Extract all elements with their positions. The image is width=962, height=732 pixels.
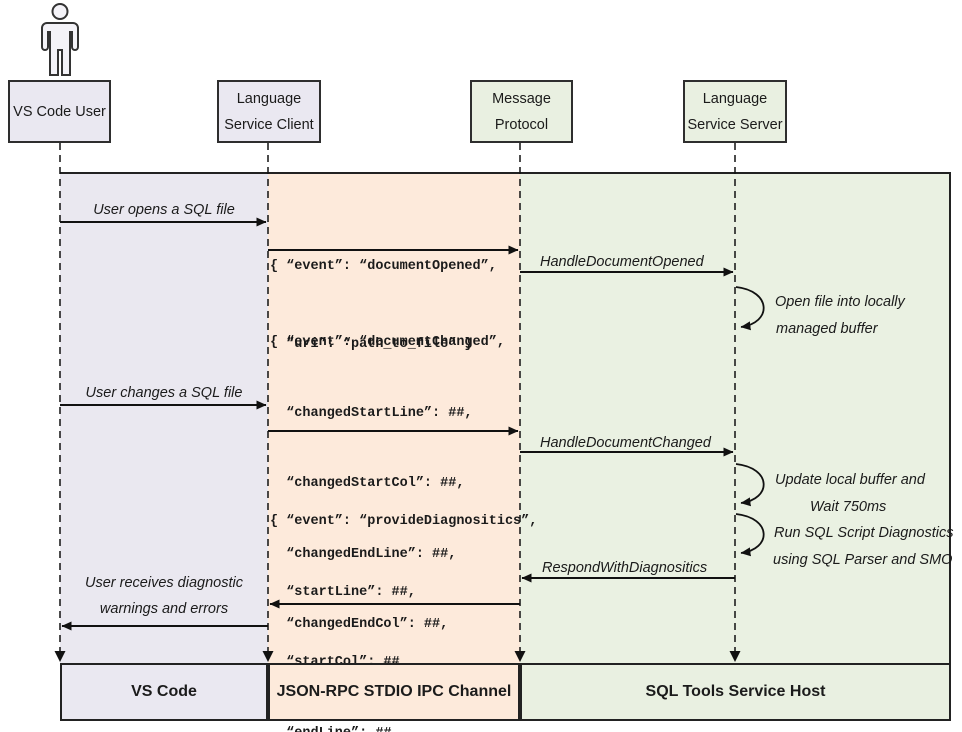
note-run-diagnostics-line2: using SQL Parser and SMO (773, 552, 953, 568)
note-run-diagnostics-line1: Run SQL Script Diagnostics (774, 525, 954, 541)
footer-box-ipc-channel: JSON-RPC STDIO IPC Channel (268, 663, 520, 721)
footer-label: JSON-RPC STDIO IPC Channel (276, 683, 512, 700)
lane-frame-border (60, 172, 951, 663)
lane-ipc-channel (268, 172, 520, 663)
lane-vscode-user (60, 172, 268, 663)
actor-box-language-service-server: Language Service Server (683, 80, 787, 143)
actor-label: Language (236, 90, 302, 107)
label-handle-document-opened: HandleDocumentOpened (540, 254, 704, 270)
label-user-opens-sql-file: User opens a SQL file (93, 202, 235, 218)
note-open-file-line1: Open file into locally (775, 294, 905, 310)
actor-label: VS Code User (13, 103, 106, 120)
footer-box-vscode: VS Code (60, 663, 268, 721)
label-handle-document-changed: HandleDocumentChanged (540, 435, 711, 451)
actor-box-message-protocol: Message Protocol (470, 80, 573, 143)
note-update-buffer-line2: Wait 750ms (810, 499, 887, 515)
actor-box-language-service-client: Language Service Client (217, 80, 321, 143)
actor-label: Message (492, 90, 551, 107)
actor-label: Service Client (224, 116, 314, 133)
actor-label: Protocol (494, 116, 549, 133)
label-user-receives-diagnostic-line1: User receives diagnostic (85, 575, 243, 591)
message-payload-document-opened: { “event”: “documentOpened”, “uri”: “pat… (270, 259, 497, 352)
note-update-buffer-line1: Update local buffer and (775, 472, 925, 488)
label-user-receives-diagnostic-line2: warnings and errors (99, 601, 229, 617)
label-user-changes-sql-file: User changes a SQL file (85, 385, 243, 401)
user-actor-icon (41, 3, 79, 76)
note-open-file-line2: managed buffer (776, 321, 878, 337)
footer-label: VS Code (131, 683, 197, 700)
actor-label: Service Server (687, 116, 783, 133)
actor-label: Language (702, 90, 768, 107)
actor-box-vscode-user: VS Code User (8, 80, 111, 143)
label-respond-with-diagnostics: RespondWithDiagnositics (542, 560, 708, 576)
footer-box-service-host: SQL Tools Service Host (520, 663, 951, 721)
footer-label: SQL Tools Service Host (645, 683, 826, 700)
